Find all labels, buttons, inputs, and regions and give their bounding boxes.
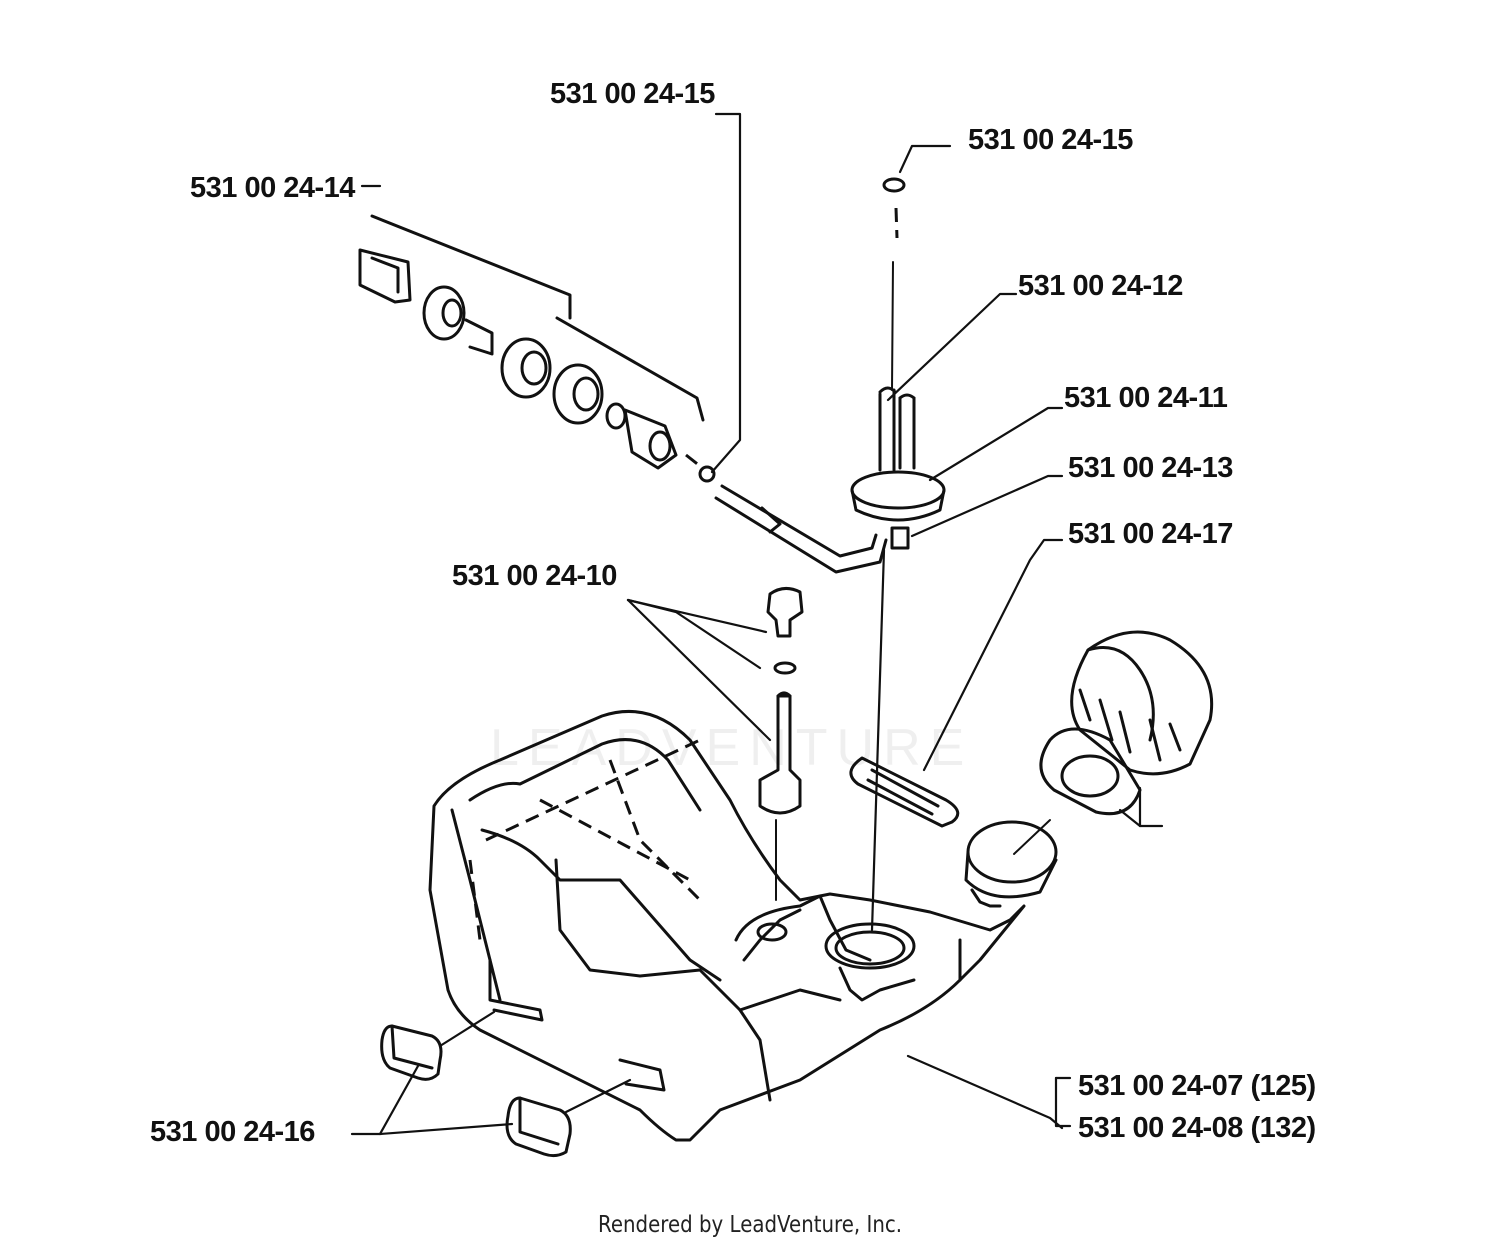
- part-label-531-00-24-10: 531 00 24-10: [452, 560, 617, 592]
- part-label-531-00-24-14: 531 00 24-14: [190, 172, 355, 204]
- fuel-cap: [1039, 630, 1214, 816]
- pickup-line: [870, 548, 886, 932]
- fuel-filter-assembly: [358, 214, 705, 470]
- part-label-531-00-24-11: 531 00 24-11: [1064, 382, 1228, 414]
- hose-o-ring: [698, 465, 716, 483]
- watermark: LEADVENTURE: [490, 719, 974, 777]
- grommet-o-ring: [882, 177, 906, 193]
- part-label-531-00-24-17: 531 00 24-17: [1068, 518, 1233, 550]
- fuel-grommet: [850, 261, 946, 550]
- filter-screen: [849, 756, 960, 828]
- rendered-by-footer: Rendered by LeadVenture, Inc.: [597, 1212, 903, 1238]
- part-label-531-00-24-16: 531 00 24-16: [150, 1116, 315, 1148]
- part-label-531-00-24-08: 531 00 24-08 (132): [1078, 1112, 1316, 1144]
- fuel-tank-body: [428, 709, 1026, 1142]
- vent-valve-parts: [758, 587, 804, 901]
- part-label-531-00-24-15-right: 531 00 24-15: [968, 124, 1133, 156]
- rubber-feet: [380, 1024, 572, 1158]
- leader-lines: [350, 112, 1164, 1136]
- part-label-531-00-24-13: 531 00 24-13: [1068, 452, 1233, 484]
- part-label-531-00-24-15-top: 531 00 24-15: [550, 78, 715, 110]
- part-label-531-00-24-12: 531 00 24-12: [1018, 270, 1183, 302]
- part-label-531-00-24-07: 531 00 24-07 (125): [1078, 1070, 1316, 1102]
- filler-neck: [964, 819, 1058, 908]
